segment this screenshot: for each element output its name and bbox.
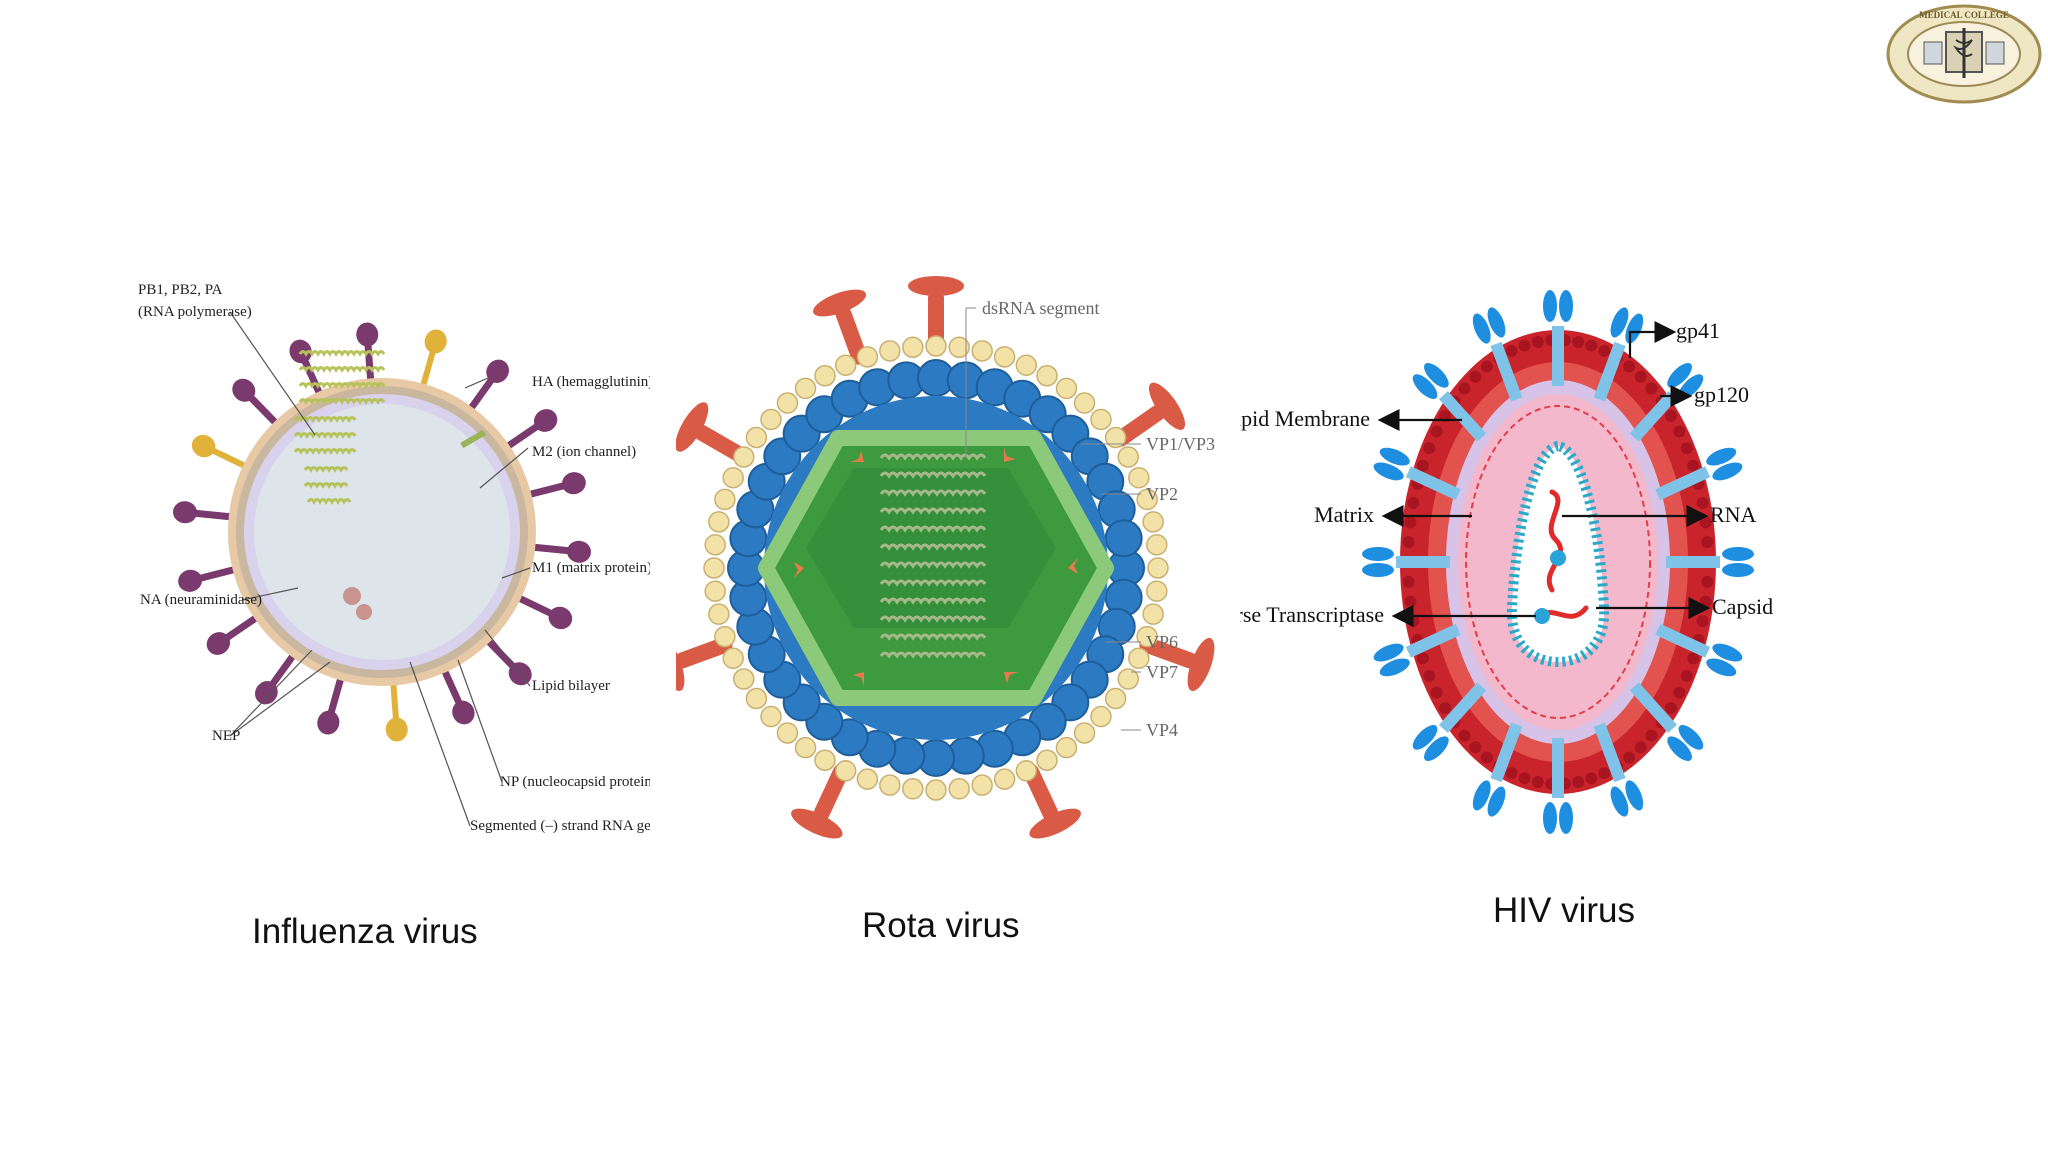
hiv-label-rna: RNA bbox=[1710, 502, 1757, 527]
inf-label-polymerase: PB1, PB2, PA bbox=[138, 282, 223, 298]
inf-label-np: NP (nucleocapsid protein) bbox=[500, 774, 650, 790]
inf-label-m2: M2 (ion channel) bbox=[532, 444, 636, 460]
inf-label-nep: NEP bbox=[212, 728, 240, 744]
inf-label-rna: Segmented (–) strand RNA gene bbox=[470, 818, 650, 834]
rota-label-vp1: VP1/VP3 bbox=[1146, 434, 1215, 454]
inf-label-na: NA (neuraminidase) bbox=[140, 592, 262, 608]
hiv-caption: HIV virus bbox=[1493, 891, 1635, 930]
influenza-caption: Influenza virus bbox=[252, 912, 478, 951]
hiv-label-capsid: Capsid bbox=[1712, 594, 1773, 619]
rota-label-dsrna: dsRNA segment bbox=[982, 298, 1100, 318]
hiv-label-matrix: Matrix bbox=[1314, 502, 1374, 527]
hiv-label-lipid: Lipid Membrane bbox=[1240, 406, 1370, 431]
hiv-diagram: gp41 gp120 Lipid Membrane Matrix RNA Rev… bbox=[1190, 278, 1800, 838]
logo-ring-text: MEDICAL COLLEGE bbox=[1919, 10, 2009, 20]
rota-diagram: dsRNA segment VP1/VP3 VP2 VP6 VP7 VP4 bbox=[657, 268, 1236, 858]
influenza-diagram: PB1, PB2, PA (RNA polymerase) HA (hemagg… bbox=[130, 270, 665, 850]
inf-label-polymerase-2: (RNA polymerase) bbox=[138, 304, 252, 320]
inf-label-m1: M1 (matrix protein) bbox=[532, 560, 650, 576]
hiv-label-gp120: gp120 bbox=[1694, 382, 1749, 407]
inf-label-ha: HA (hemagglutinin) bbox=[532, 374, 650, 390]
rota-label-vp4: VP4 bbox=[1146, 720, 1178, 740]
rota-label-vp2: VP2 bbox=[1146, 484, 1178, 504]
rota-label-vp6: VP6 bbox=[1146, 632, 1178, 652]
hiv-label-rt: Reverse Transcriptase bbox=[1240, 602, 1384, 627]
inf-label-lipid: Lipid bilayer bbox=[532, 678, 610, 694]
college-logo: MEDICAL COLLEGE bbox=[1884, 2, 2048, 106]
rota-caption: Rota virus bbox=[862, 906, 1020, 945]
rota-label-vp7: VP7 bbox=[1146, 662, 1178, 682]
hiv-label-gp41: gp41 bbox=[1676, 318, 1720, 343]
